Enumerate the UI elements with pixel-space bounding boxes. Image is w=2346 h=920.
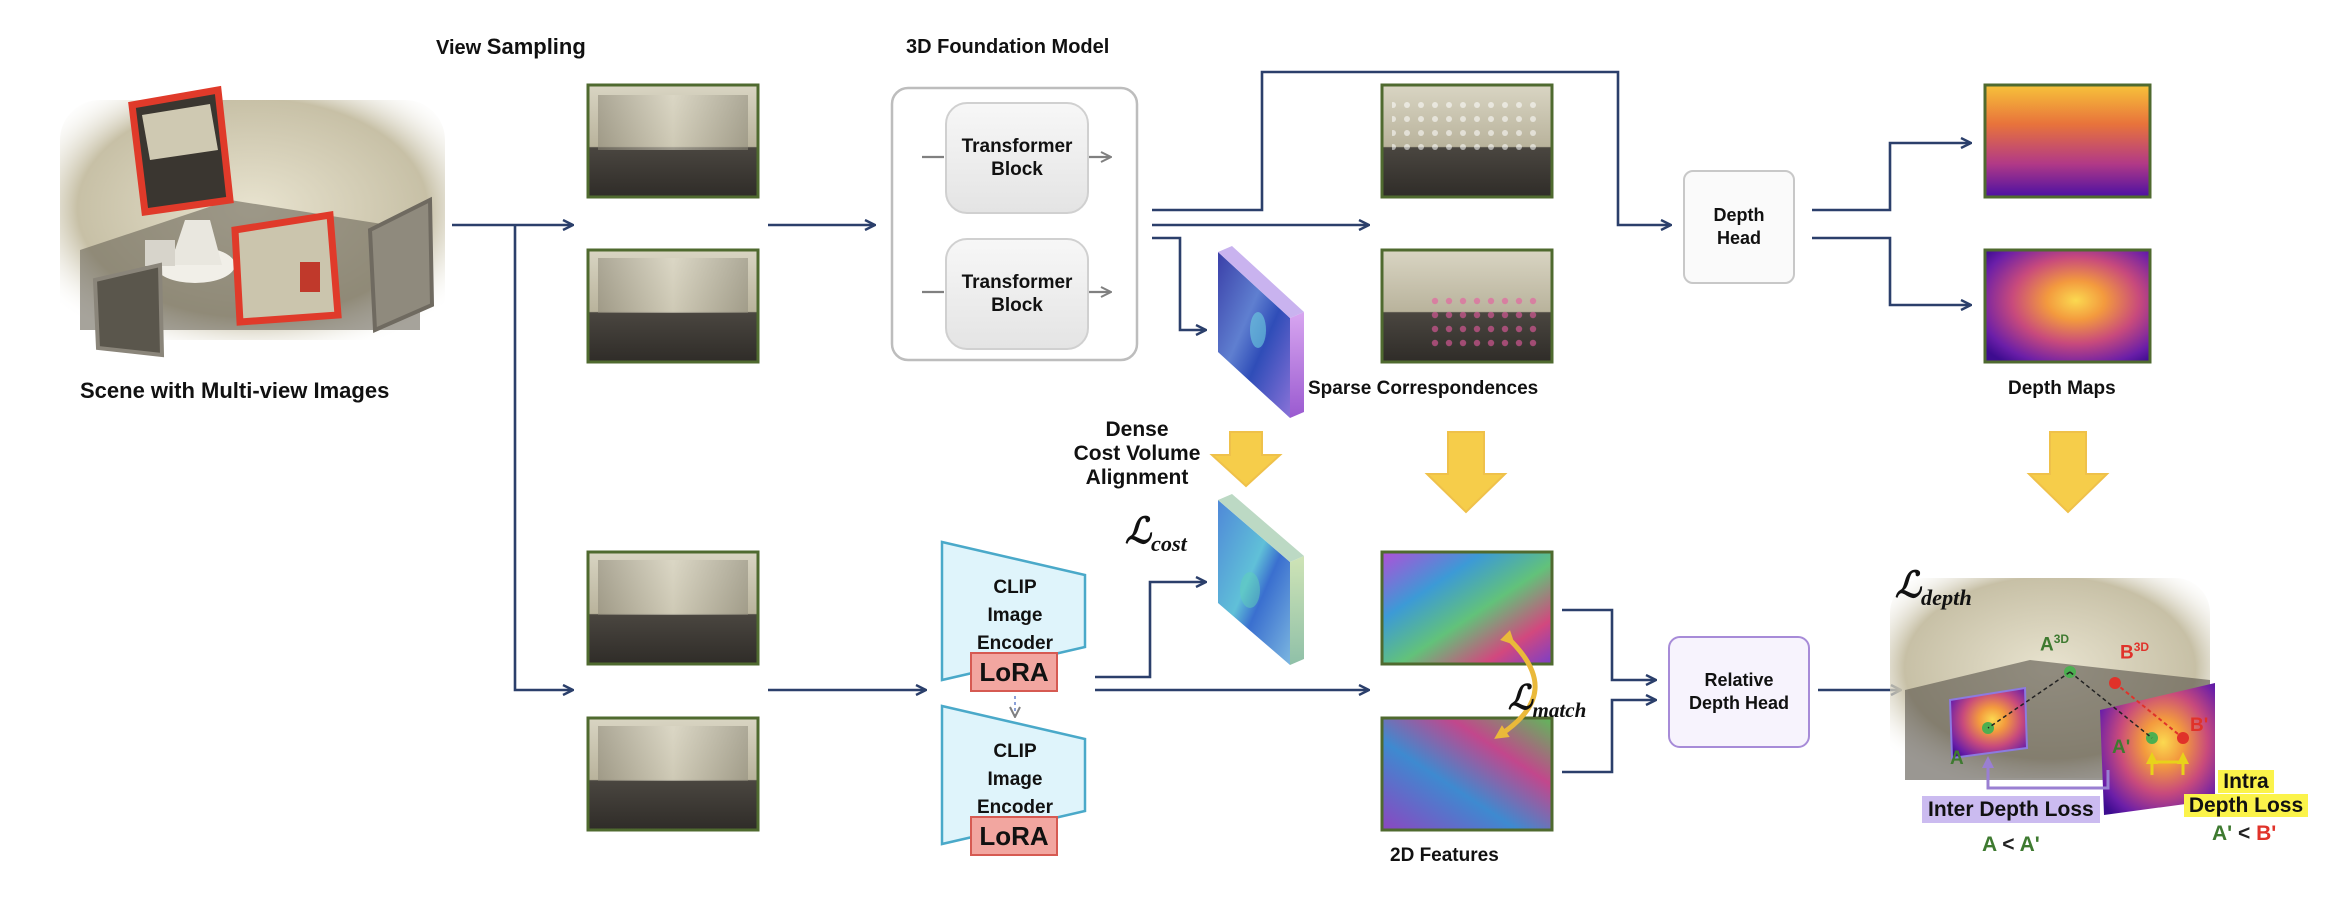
view-sampling-prefix: View <box>436 37 482 59</box>
dense-label-line: Alignment <box>1085 466 1189 489</box>
loss-subscript: match <box>1532 697 1587 722</box>
match-arrow <box>1494 630 1538 739</box>
block-label-line: Head <box>1716 228 1761 248</box>
feature-images <box>1380 550 1554 832</box>
depth-loss-label: ℒdepth <box>1895 564 1972 611</box>
block-label-line: Image <box>987 605 1043 626</box>
relation-operator: < <box>2002 833 2015 856</box>
alignment-arrows <box>1209 431 2110 514</box>
scene-caption: Scene with Multi-view Images <box>80 378 390 403</box>
clip-encoder-1-label: CLIP Image Encoder <box>960 574 1070 658</box>
point-b3d-label: B3D <box>2120 640 2149 664</box>
sparse-correspondences-caption: Sparse Correspondences <box>1308 378 1539 399</box>
view-thumbnail <box>586 550 760 666</box>
intra-relation: A' < B' <box>2212 822 2276 846</box>
depth-map-images <box>1983 83 2152 364</box>
lora-adapter-2: LoRA <box>970 816 1058 856</box>
view-sampling-label: View Sampling <box>436 34 586 60</box>
block-label-line: Block <box>991 159 1043 180</box>
intra-depth-loss-label: Intra Depth Loss <box>2180 770 2312 818</box>
block-label-line: Transformer <box>961 272 1073 293</box>
inter-relation: A < A' <box>1982 833 2040 857</box>
point-a-label: A <box>1950 748 1964 769</box>
inter-depth-loss-text: Inter Depth Loss <box>1922 796 2100 823</box>
dense-label-line: Dense <box>1105 418 1169 441</box>
loss-symbol: ℒ <box>1895 565 1921 605</box>
point-a3d-label: A3D <box>2040 632 2069 656</box>
depth-maps-caption: Depth Maps <box>2008 378 2116 399</box>
loss-symbol: ℒ <box>1125 511 1151 551</box>
block-label-line: Block <box>991 295 1043 316</box>
view-thumbnail <box>586 248 760 364</box>
cost-volume-2d <box>1218 494 1304 665</box>
view-sampling-emph: Sampling <box>486 34 586 59</box>
relation-right: B' <box>2256 822 2277 845</box>
block-label-line: CLIP <box>993 577 1037 598</box>
match-loss-label: ℒmatch <box>1508 678 1586 723</box>
view-thumbnail <box>586 83 760 199</box>
point-letter: A <box>2040 634 2054 656</box>
dense-alignment-label: Dense Cost Volume Alignment <box>1062 418 1212 490</box>
point-letter: B <box>2120 642 2134 664</box>
sampled-views <box>586 83 760 832</box>
cost-volume-3d <box>1218 246 1304 418</box>
features-2d-caption: 2D Features <box>1390 845 1499 866</box>
cost-loss-label: ℒcost <box>1125 510 1187 557</box>
depth-loss-illustration <box>1890 578 2215 815</box>
relation-left: A' <box>2212 822 2233 845</box>
sparse-correspondence-views <box>1380 83 1554 364</box>
loss-subscript: cost <box>1150 531 1187 557</box>
loss-subscript: depth <box>1920 585 1972 611</box>
block-label-line: Encoder <box>976 633 1054 654</box>
scene-illustration <box>60 85 445 358</box>
point-b-prime-label: B' <box>2190 715 2209 736</box>
relation-right: A' <box>2019 833 2040 856</box>
inter-depth-loss-label: Inter Depth Loss <box>1922 796 2100 823</box>
block-label-line: Transformer <box>961 136 1073 157</box>
loss-symbol: ℒ <box>1508 680 1533 717</box>
point-a-prime-label: A' <box>2112 737 2131 758</box>
block-label-line: Depth Head <box>1688 693 1789 713</box>
block-label-line: Relative <box>1704 670 1774 690</box>
clip-encoder-shape <box>940 704 1087 846</box>
relation-operator: < <box>2238 822 2251 845</box>
block-label-line: CLIP <box>993 741 1037 762</box>
clip-encoder-shape <box>940 540 1087 682</box>
point-superscript: 3D <box>2053 632 2070 646</box>
block-label-line: Depth <box>1713 205 1765 225</box>
intra-depth-loss-text: Depth Loss <box>2183 794 2309 817</box>
view-thumbnail <box>586 716 760 832</box>
dense-label-line: Cost Volume <box>1073 442 1201 465</box>
block-label-line: Encoder <box>976 797 1054 818</box>
intra-depth-loss-text: Intra <box>2218 770 2274 793</box>
foundation-model-title: 3D Foundation Model <box>906 36 1110 58</box>
clip-encoder-2-label: CLIP Image Encoder <box>960 738 1070 822</box>
point-superscript: 3D <box>2133 640 2150 654</box>
connection-arrows <box>452 70 1970 774</box>
lora-adapter-1: LoRA <box>970 652 1058 692</box>
block-label-line: Image <box>987 769 1043 790</box>
relation-left: A <box>1982 833 1997 856</box>
